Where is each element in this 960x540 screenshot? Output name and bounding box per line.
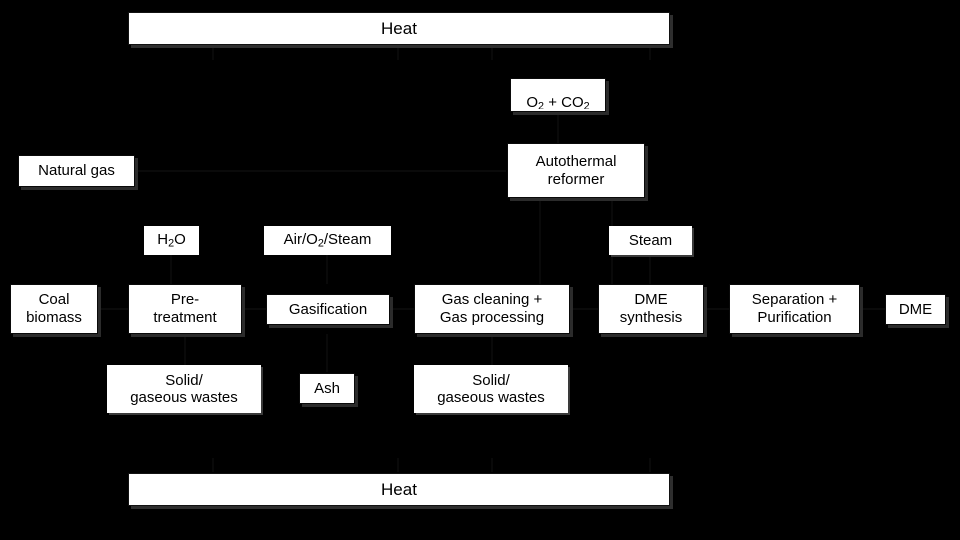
node-gas-cleaning-line2: Gas processing (439, 309, 545, 326)
co2-subscript: 2 (583, 100, 590, 113)
node-steam[interactable]: Steam (609, 226, 692, 255)
node-natural-gas-label: Natural gas (38, 162, 115, 180)
node-coal-biomass[interactable]: Coal biomass (10, 284, 98, 334)
node-heat-bottom-label: Heat (381, 479, 417, 499)
o-symbol: O (174, 231, 186, 249)
node-wastes-left[interactable]: Solid/ gaseous wastes (107, 365, 261, 413)
h2o-subscript: 2 (168, 237, 175, 250)
node-wastes-left-line1: Solid/ (165, 372, 203, 389)
node-heat-top[interactable]: Heat (128, 12, 670, 45)
node-wastes-left-line2: gaseous wastes (130, 389, 238, 406)
node-autothermal-reformer-line2: reformer (547, 170, 605, 188)
node-wastes-right[interactable]: Solid/ gaseous wastes (414, 365, 568, 413)
node-coal-biomass-line2: biomass (26, 309, 82, 326)
node-pre-treatment-line1: Pre- (170, 291, 200, 309)
co2-symbol: CO (561, 94, 584, 112)
node-wastes-right-line1: Solid/ (472, 372, 510, 389)
node-air-o2-steam[interactable]: Air/O2/Steam (264, 226, 391, 255)
node-dme-synthesis[interactable]: DME synthesis (598, 284, 704, 334)
node-dme-synthesis-line1: DME (634, 291, 668, 309)
air-o-symbol: Air/O (283, 231, 318, 249)
node-dme-synthesis-line2: synthesis (619, 309, 683, 326)
node-dme-product-label: DME (898, 300, 933, 318)
node-h2o-label: H2O (157, 231, 186, 250)
node-gasification[interactable]: Gasification (266, 294, 390, 325)
air-o2-subscript: 2 (317, 237, 324, 250)
node-heat-bottom[interactable]: Heat (128, 473, 670, 506)
o2-symbol: O (526, 94, 539, 112)
node-separation-purification[interactable]: Separation + Purification (729, 284, 860, 334)
node-pre-treatment-line2: treatment (153, 309, 217, 326)
node-ash-label: Ash (314, 379, 340, 397)
node-pre-treatment[interactable]: Pre- treatment (128, 284, 242, 334)
node-separation-line2: Purification (757, 309, 832, 326)
node-gas-cleaning-line1: Gas cleaning + (441, 291, 543, 309)
node-air-o2-steam-label: Air/O2/Steam (284, 231, 372, 250)
steam-symbol: /Steam (323, 231, 372, 249)
plus-symbol: + (544, 94, 562, 112)
node-gas-cleaning[interactable]: Gas cleaning + Gas processing (414, 284, 570, 334)
node-ash[interactable]: Ash (299, 373, 355, 404)
node-gasification-label: Gasification (288, 300, 368, 318)
node-wastes-right-line2: gaseous wastes (437, 389, 545, 406)
node-steam-label: Steam (628, 232, 673, 249)
o2-subscript: 2 (538, 100, 545, 113)
node-natural-gas[interactable]: Natural gas (18, 155, 135, 187)
node-dme-product[interactable]: DME (885, 294, 946, 325)
node-coal-biomass-line1: Coal (38, 291, 70, 309)
h-symbol: H (157, 231, 169, 249)
node-o2-co2-label: O2 + CO2 (522, 76, 593, 113)
node-separation-line1: Separation + (751, 291, 838, 309)
node-h2o[interactable]: H2O (144, 226, 199, 255)
node-autothermal-reformer[interactable]: Autothermal reformer (507, 143, 645, 198)
node-heat-top-label: Heat (381, 18, 417, 38)
node-autothermal-reformer-line1: Autothermal (535, 152, 617, 170)
node-o2-co2[interactable]: O2 + CO2 (510, 76, 606, 113)
